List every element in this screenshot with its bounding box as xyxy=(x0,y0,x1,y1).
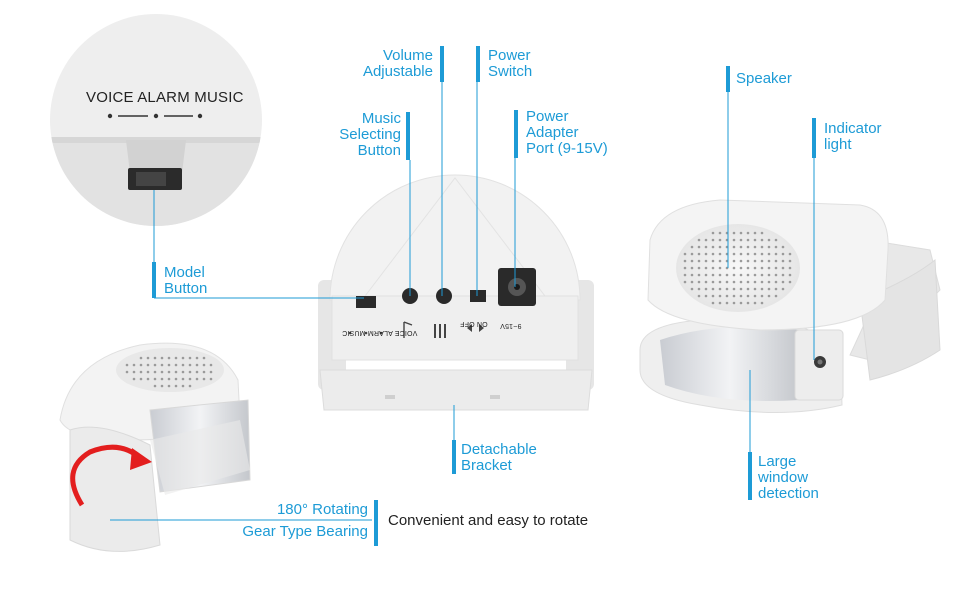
model-switch xyxy=(356,296,376,308)
volume-knob xyxy=(436,288,452,304)
rotation-arrow xyxy=(70,444,142,507)
power-markings: ON OFF xyxy=(460,320,488,327)
callout-indicator: Indicator light xyxy=(824,120,882,153)
switch-closeup-panel xyxy=(50,14,262,226)
device-rotating-view xyxy=(59,342,251,552)
callout-power-switch: Power Switch xyxy=(488,47,533,80)
rotate-caption: Convenient and easy to rotate xyxy=(388,512,589,529)
callout-model-button: Model Button xyxy=(164,264,208,297)
callout-bracket: Detachable Bracket xyxy=(461,441,537,474)
callout-volume: Volume Adjustable xyxy=(362,47,433,80)
callout-adapter-port: Power Adapter Port (9-15V) xyxy=(526,108,608,157)
callout-rotating: 180° Rotating xyxy=(276,501,368,518)
callout-window: Large window detection xyxy=(758,453,819,502)
callout-bars xyxy=(152,46,816,546)
voltage-marking: 9~15V xyxy=(500,322,522,329)
device-front-view xyxy=(639,199,941,413)
device-back-view xyxy=(318,174,594,411)
callout-music-button: Music Selecting Button xyxy=(339,110,401,159)
callout-gear: Gear Type Bearing xyxy=(242,523,368,540)
device-back-label: VOICE ALARM MUSIC xyxy=(342,329,418,336)
callout-speaker: Speaker xyxy=(736,70,792,87)
power-switch-slider xyxy=(470,290,486,302)
speaker-grill xyxy=(676,224,800,312)
closeup-switch-labels: VOICE ALARM MUSIC xyxy=(86,89,244,106)
